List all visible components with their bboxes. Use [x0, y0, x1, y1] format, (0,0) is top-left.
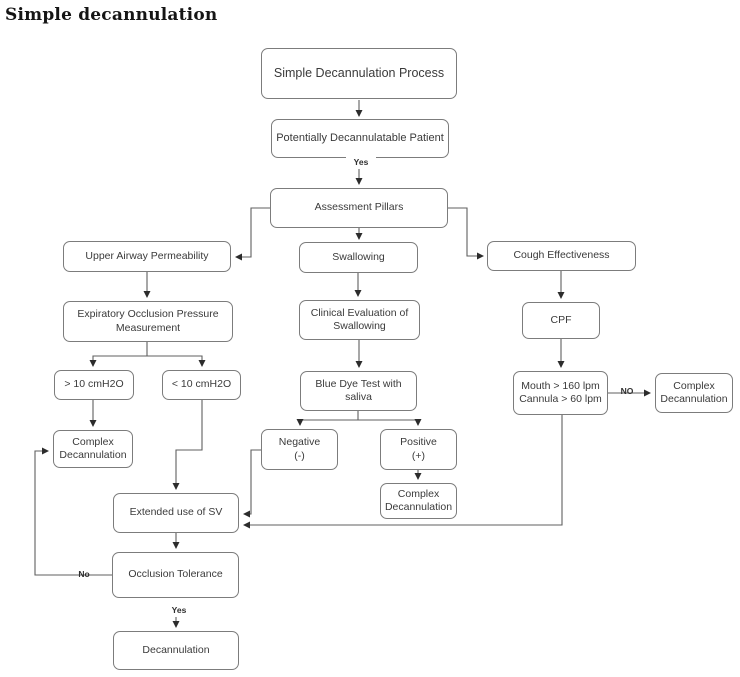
node-expiratory-occlusion-pressure-measurement: Expiratory Occlusion Pressure Measuremen… [63, 301, 233, 342]
node-potentially-decannulatable-patient: Potentially Decannulatable Patient [271, 119, 449, 158]
node-cough-effectiveness: Cough Effectiveness [487, 241, 636, 271]
node-simple-decannulation-process: Simple Decannulation Process [261, 48, 457, 99]
edge-label-yes-patient: Yes [346, 157, 376, 167]
node-negative: Negative (-) [261, 429, 338, 470]
node-complex-decannulation-mid: Complex Decannulation [380, 483, 457, 519]
node-occlusion-tolerance: Occlusion Tolerance [112, 552, 239, 598]
node-complex-decannulation-left: Complex Decannulation [53, 430, 133, 468]
node-blue-dye-test-with-saliva: Blue Dye Test with saliva [300, 371, 417, 411]
node-lt-10-cmh2o: < 10 cmH2O [162, 370, 241, 400]
node-mouth-cannula-thresholds: Mouth > 160 lpm Cannula > 60 lpm [513, 371, 608, 415]
node-positive: Positive (+) [380, 429, 457, 470]
node-gt-10-cmh2o: > 10 cmH2O [54, 370, 134, 400]
node-cpf: CPF [522, 302, 600, 339]
node-upper-airway-permeability: Upper Airway Permeability [63, 241, 231, 272]
node-complex-decannulation-right: Complex Decannulation [655, 373, 733, 413]
node-extended-use-of-sv: Extended use of SV [113, 493, 239, 533]
page-title: Simple decannulation [5, 5, 218, 25]
node-clinical-evaluation-of-swallowing: Clinical Evaluation of Swallowing [299, 300, 420, 340]
node-decannulation: Decannulation [113, 631, 239, 670]
node-swallowing: Swallowing [299, 242, 418, 273]
edge-label-no-occlusion: No [78, 569, 90, 579]
node-assessment-pillars: Assessment Pillars [270, 188, 448, 228]
edge-label-no-cpf: NO [620, 386, 634, 396]
edge-label-yes-occlusion: Yes [164, 605, 194, 615]
